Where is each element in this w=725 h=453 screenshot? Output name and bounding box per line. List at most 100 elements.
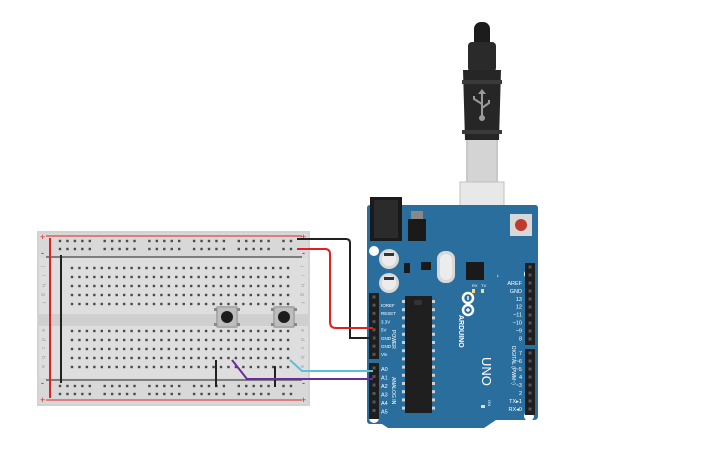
breadboard-hole bbox=[108, 275, 111, 279]
digital-pin-label: AREF bbox=[507, 281, 522, 287]
breadboard-hole bbox=[286, 356, 290, 360]
breadboard-row-letter: f bbox=[40, 302, 46, 304]
rail-hole bbox=[245, 384, 248, 388]
reset-button-icon[interactable] bbox=[510, 214, 532, 236]
rail-hole bbox=[81, 392, 84, 396]
rail-hole bbox=[237, 392, 240, 396]
rail-hole bbox=[133, 384, 136, 388]
breadboard-hole bbox=[190, 347, 193, 351]
breadboard-hole bbox=[264, 365, 267, 369]
breadboard-hole bbox=[286, 302, 290, 306]
breadboard-hole bbox=[70, 293, 74, 297]
breadboard-hole bbox=[286, 266, 290, 270]
breadboard-hole bbox=[204, 347, 208, 351]
breadboard-hole bbox=[190, 293, 193, 297]
breadboard-hole bbox=[152, 347, 156, 351]
breadboard-hole bbox=[115, 329, 118, 333]
rail-hole bbox=[252, 392, 255, 396]
breadboard-hole bbox=[219, 293, 223, 297]
rail-hole bbox=[148, 384, 151, 388]
pushbutton-right[interactable] bbox=[271, 306, 297, 328]
breadboard-hole bbox=[264, 347, 267, 351]
breadboard-hole bbox=[197, 275, 200, 279]
power-header-title: POWER bbox=[390, 330, 396, 349]
breadboard-hole bbox=[242, 356, 245, 360]
breadboard-hole bbox=[115, 356, 118, 360]
rail-hole bbox=[148, 239, 151, 243]
breadboard-hole bbox=[100, 365, 103, 369]
breadboard-hole bbox=[257, 329, 260, 333]
rail-hole bbox=[259, 384, 263, 388]
breadboard-hole bbox=[190, 266, 193, 270]
breadboard-hole bbox=[137, 329, 141, 333]
breadboard-row-letter: a bbox=[40, 365, 46, 368]
breadboard-holes bbox=[58, 239, 293, 396]
breadboard-hole bbox=[249, 338, 252, 342]
breadboard-hole bbox=[130, 266, 133, 270]
rail-hole bbox=[73, 239, 77, 243]
breadboard-hole bbox=[249, 302, 252, 306]
breadboard-hole bbox=[249, 293, 252, 297]
rail-hole bbox=[103, 384, 106, 388]
breadboard-hole bbox=[78, 365, 81, 369]
wire-black-gnd[interactable] bbox=[297, 238, 373, 339]
breadboard-hole bbox=[122, 347, 126, 351]
rail-hole bbox=[133, 392, 136, 396]
breadboard-hole bbox=[227, 275, 230, 279]
breadboard-hole bbox=[70, 302, 74, 306]
breadboard-hole bbox=[175, 275, 178, 279]
breadboard-hole bbox=[85, 356, 89, 360]
digital-pin-label: RX◂0 bbox=[509, 407, 522, 413]
breadboard-row-letter: b bbox=[299, 356, 305, 359]
breadboard-hole bbox=[93, 356, 96, 360]
rail-hole bbox=[215, 247, 218, 251]
breadboard-hole bbox=[78, 266, 81, 270]
breadboard-hole bbox=[249, 266, 252, 270]
breadboard-hole bbox=[152, 266, 156, 270]
breadboard-hole bbox=[115, 275, 118, 279]
breadboard-hole bbox=[271, 284, 275, 288]
wire-cyan-a0[interactable] bbox=[289, 359, 373, 372]
rail-hole bbox=[267, 392, 270, 396]
breadboard-hole bbox=[152, 356, 156, 360]
breadboard-hole bbox=[264, 338, 267, 342]
breadboard-hole bbox=[122, 275, 126, 279]
breadboard-hole bbox=[175, 284, 178, 288]
breadboard-hole bbox=[145, 284, 148, 288]
wire-red-5v[interactable] bbox=[297, 248, 373, 329]
breadboard-hole bbox=[234, 302, 238, 306]
breadboard-hole bbox=[130, 356, 133, 360]
breadboard-hole bbox=[182, 347, 185, 351]
rail-hole bbox=[207, 384, 211, 388]
power-pin-label: GND bbox=[381, 336, 392, 341]
rail-hole bbox=[110, 384, 114, 388]
rail-hole bbox=[215, 392, 218, 396]
breadboard-hole bbox=[152, 338, 156, 342]
wire-purple-a1[interactable] bbox=[231, 359, 373, 380]
rail-hole bbox=[155, 384, 159, 388]
breadboard-hole bbox=[93, 338, 96, 342]
breadboard-hole bbox=[85, 365, 89, 369]
breadboard-hole bbox=[197, 266, 200, 270]
breadboard-hole bbox=[264, 356, 267, 360]
breadboard-hole bbox=[115, 365, 118, 369]
breadboard-hole bbox=[204, 275, 208, 279]
breadboard-hole bbox=[197, 329, 200, 333]
breadboard-hole bbox=[70, 347, 74, 351]
pushbutton-left[interactable] bbox=[214, 306, 240, 328]
breadboard-hole bbox=[137, 266, 141, 270]
rail-hole bbox=[237, 239, 240, 243]
breadboard-hole bbox=[227, 266, 230, 270]
breadboard-row-letter: a bbox=[299, 365, 305, 368]
breadboard-row-letter: f bbox=[299, 302, 305, 304]
breadboard-hole bbox=[271, 266, 275, 270]
breadboard-hole bbox=[93, 365, 96, 369]
rail-hole bbox=[66, 384, 69, 388]
rail-hole bbox=[282, 239, 285, 243]
breadboard-hole bbox=[70, 338, 74, 342]
power-pin-label: 5V bbox=[381, 328, 387, 333]
breadboard-hole bbox=[264, 329, 267, 333]
breadboard-hole bbox=[152, 329, 156, 333]
rail-hole bbox=[58, 384, 62, 388]
breadboard-hole bbox=[108, 356, 111, 360]
